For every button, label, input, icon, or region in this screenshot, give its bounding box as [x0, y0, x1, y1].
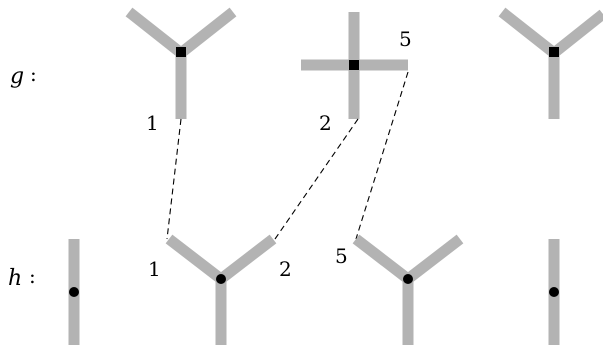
g-vertex-tripod-right — [498, 7, 603, 119]
h-vertex-tripod-center-left — [165, 234, 277, 345]
graph-name-g: g — [10, 64, 24, 89]
h-vertex-tripod-center-right — [352, 234, 464, 345]
h-label-1: 1 — [148, 257, 161, 281]
h-label-5: 5 — [335, 244, 348, 268]
h-cr-arm-upper-right — [404, 234, 464, 284]
g-left-vertex-square — [176, 47, 186, 57]
g-vertex-tripod-left — [125, 7, 237, 119]
link-1 — [166, 118, 182, 240]
h-right-vertex-dot — [549, 287, 559, 297]
g-label-1: 1 — [146, 111, 159, 135]
g-left-arm-upper-right — [177, 7, 237, 58]
g-right-arm-upper-left — [498, 7, 558, 58]
h-left-vertex-dot — [69, 287, 79, 297]
g-right-vertex-square — [549, 47, 559, 57]
row-label-g: g : — [10, 62, 37, 89]
graph-name-h: h — [8, 266, 22, 291]
h-label-2: 2 — [279, 257, 292, 281]
link-5 — [355, 71, 409, 240]
link-2 — [274, 118, 359, 240]
g-label-2: 2 — [319, 111, 332, 135]
h-cr-arm-upper-left — [352, 234, 412, 284]
h-cl-arm-upper-right — [217, 234, 277, 284]
g-cross-vertex-square — [349, 60, 359, 70]
row-label-h: h : — [8, 264, 36, 291]
h-cr-vertex-dot — [403, 274, 413, 284]
h-vertex-segment-right — [548, 239, 560, 345]
h-cl-arm-upper-left — [165, 234, 225, 284]
h-vertex-segment-left — [68, 239, 80, 345]
g-left-arm-upper-left — [125, 7, 185, 58]
g-label-5: 5 — [399, 27, 412, 51]
g-vertex-cross — [301, 12, 408, 119]
graph-colon-g: : — [30, 62, 37, 86]
g-right-arm-upper-right — [550, 9, 603, 58]
h-cl-vertex-dot — [216, 274, 226, 284]
graph-colon-h: : — [29, 264, 36, 288]
